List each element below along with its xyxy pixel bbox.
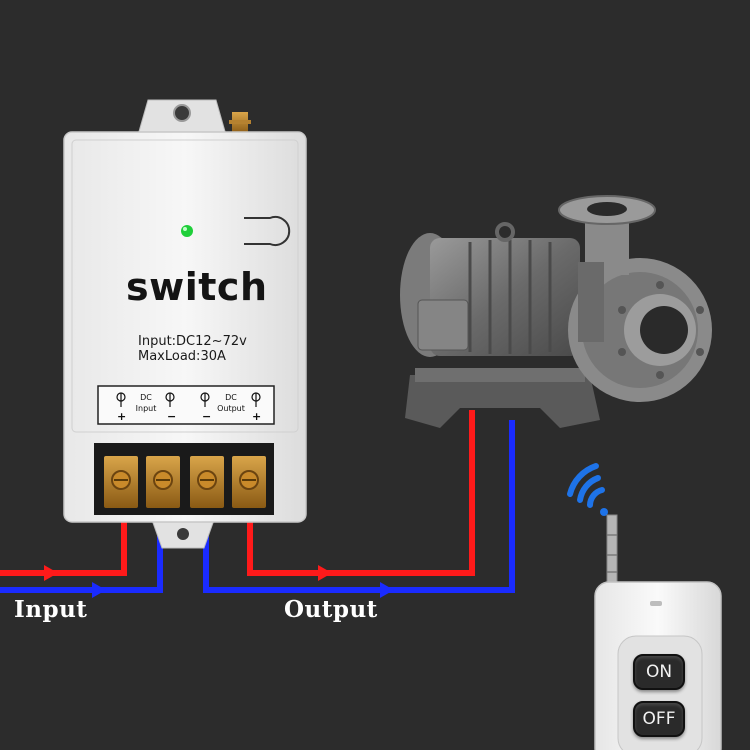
svg-text:+: + bbox=[252, 410, 261, 423]
terminal-output-label: Output bbox=[217, 404, 245, 413]
svg-text:+: + bbox=[117, 410, 126, 423]
device-title: switch bbox=[126, 265, 268, 309]
water-pump-icon bbox=[400, 195, 712, 428]
wireless-signal-icon bbox=[567, 463, 608, 516]
output-label: Output bbox=[284, 596, 378, 623]
remote-on-button[interactable]: ON bbox=[633, 654, 685, 690]
output-positive-wire bbox=[247, 410, 475, 581]
terminal-dc-label-left: DC bbox=[140, 393, 152, 402]
svg-text:−: − bbox=[202, 410, 211, 423]
spec-input-voltage: Input:DC12~72v bbox=[138, 334, 247, 349]
remote-off-button[interactable]: OFF bbox=[633, 701, 685, 737]
terminal-input-label: Input bbox=[135, 404, 157, 413]
screw-terminals bbox=[104, 456, 266, 508]
terminal-dc-label-right: DC bbox=[225, 393, 237, 402]
status-led bbox=[181, 225, 193, 237]
switch-controller: + − − + bbox=[63, 99, 307, 549]
input-label: Input bbox=[14, 596, 88, 623]
spec-max-load: MaxLoad:30A bbox=[138, 349, 226, 364]
svg-text:−: − bbox=[167, 410, 176, 423]
learn-button-icon bbox=[244, 216, 291, 246]
